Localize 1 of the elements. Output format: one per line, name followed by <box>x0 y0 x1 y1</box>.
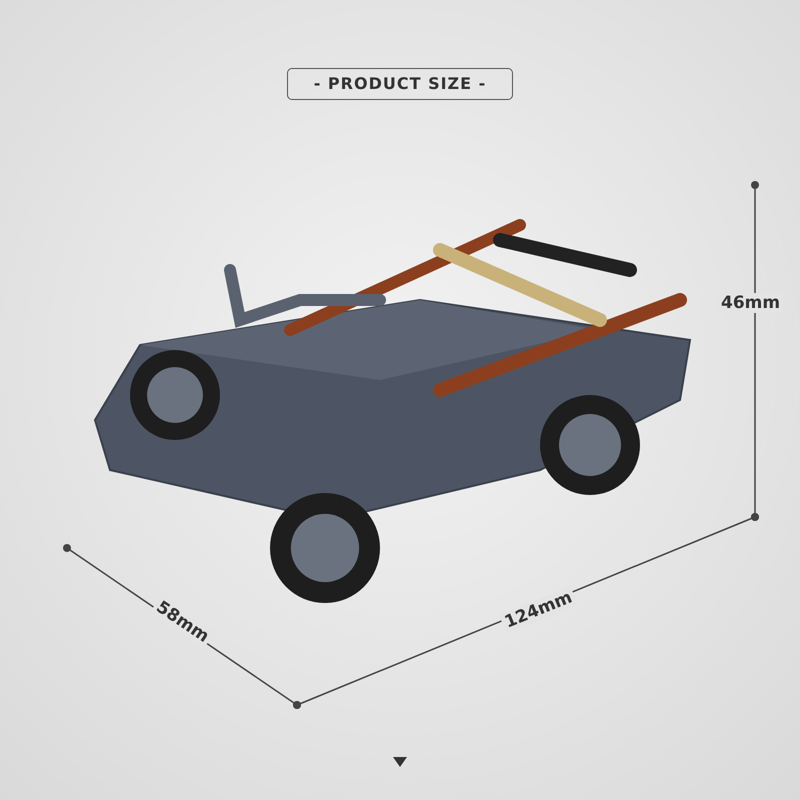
title-heading: - PRODUCT SIZE - <box>287 68 513 100</box>
